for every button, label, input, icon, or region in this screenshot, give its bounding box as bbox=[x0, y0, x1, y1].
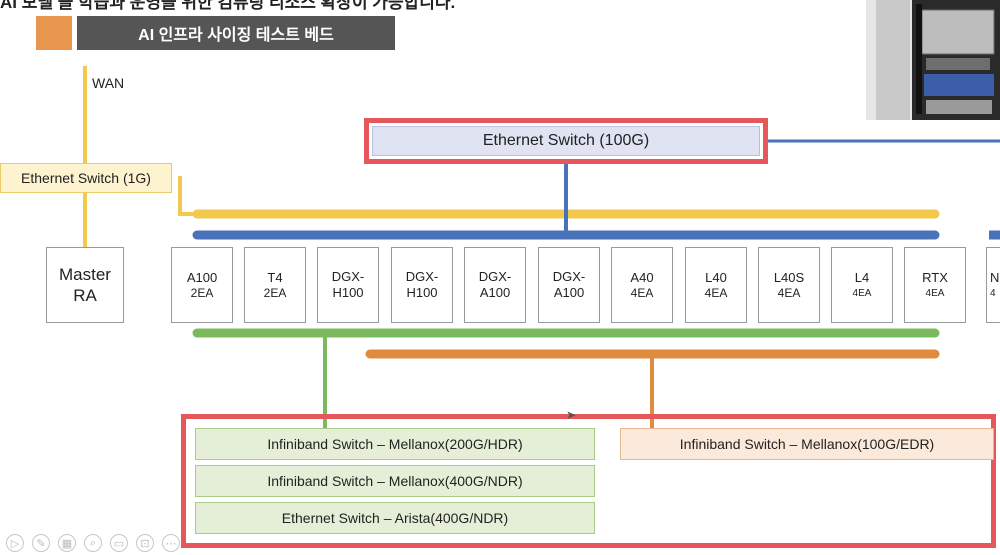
server-name: DGX- A100 bbox=[478, 269, 512, 300]
server-count: 4EA bbox=[704, 285, 728, 300]
server-node: DGX- A100 bbox=[538, 247, 600, 323]
zoom-icon[interactable]: ⌕ bbox=[84, 534, 102, 552]
ethernet-switch-arista: Ethernet Switch – Arista(400G/NDR) bbox=[195, 502, 595, 534]
server-node: RTX 4EA bbox=[904, 247, 966, 323]
eth1g-connector bbox=[178, 176, 197, 216]
more-icon[interactable]: ⋯ bbox=[162, 534, 180, 552]
server-count: 2EA bbox=[263, 285, 287, 300]
server-name: DGX- H100 bbox=[405, 269, 439, 300]
master-node: Master RA bbox=[46, 247, 124, 323]
wan-label: WAN bbox=[92, 75, 125, 91]
mouse-cursor-icon: ➤ bbox=[566, 408, 577, 422]
ethernet-switch-1g: Ethernet Switch (1G) bbox=[0, 163, 172, 193]
infiniband-switch-hdr: Infiniband Switch – Mellanox(200G/HDR) bbox=[195, 428, 595, 460]
master-node-label: Master RA bbox=[59, 265, 111, 305]
server-count: 2EA bbox=[190, 285, 214, 300]
server-node: DGX- H100 bbox=[391, 247, 453, 323]
infiniband-switch-edr: Infiniband Switch – Mellanox(100G/EDR) bbox=[620, 428, 994, 460]
switch-group-frame bbox=[181, 414, 996, 548]
play-icon[interactable]: ▷ bbox=[6, 534, 24, 552]
server-name: T4 bbox=[267, 269, 283, 285]
ethernet-switch-100g-label: Ethernet Switch (100G) bbox=[372, 126, 760, 156]
title-accent-square bbox=[36, 16, 72, 50]
server-count: 4EA bbox=[852, 287, 872, 299]
server-name: A40 bbox=[630, 269, 654, 285]
server-count: 4EA bbox=[630, 285, 654, 300]
infiniband-switch-ndr: Infiniband Switch – Mellanox(400G/NDR) bbox=[195, 465, 595, 497]
server-count: 4EA bbox=[777, 285, 801, 300]
server-node: DGX- A100 bbox=[464, 247, 526, 323]
presentation-toolbar: ▷ ✎ ▦ ⌕ ▭ ⊡ ⋯ bbox=[6, 534, 180, 554]
pen-icon[interactable]: ✎ bbox=[32, 534, 50, 552]
server-name: L40 bbox=[705, 269, 727, 285]
server-name: DGX- A100 bbox=[552, 269, 586, 300]
server-node: DGX- H100 bbox=[317, 247, 379, 323]
server-rack-image bbox=[866, 0, 1000, 120]
server-name: RTX bbox=[922, 269, 948, 285]
page-title: AI 인프라 사이징 테스트 베드 bbox=[77, 16, 395, 50]
screen-icon[interactable]: ▭ bbox=[110, 534, 128, 552]
server-name: DGX- H100 bbox=[331, 269, 365, 300]
subtitle-icon[interactable]: ⊡ bbox=[136, 534, 154, 552]
server-name: L4 bbox=[854, 269, 870, 285]
server-count: 4EA bbox=[925, 287, 945, 299]
server-name: N bbox=[990, 269, 1000, 285]
ethernet-switch-100g: Ethernet Switch (100G) bbox=[364, 118, 768, 164]
slides-icon[interactable]: ▦ bbox=[58, 534, 76, 552]
server-count: 4 bbox=[990, 287, 996, 299]
server-name: L40S bbox=[773, 269, 805, 285]
server-rack-photo bbox=[866, 0, 1000, 120]
server-name: A100 bbox=[186, 269, 218, 285]
